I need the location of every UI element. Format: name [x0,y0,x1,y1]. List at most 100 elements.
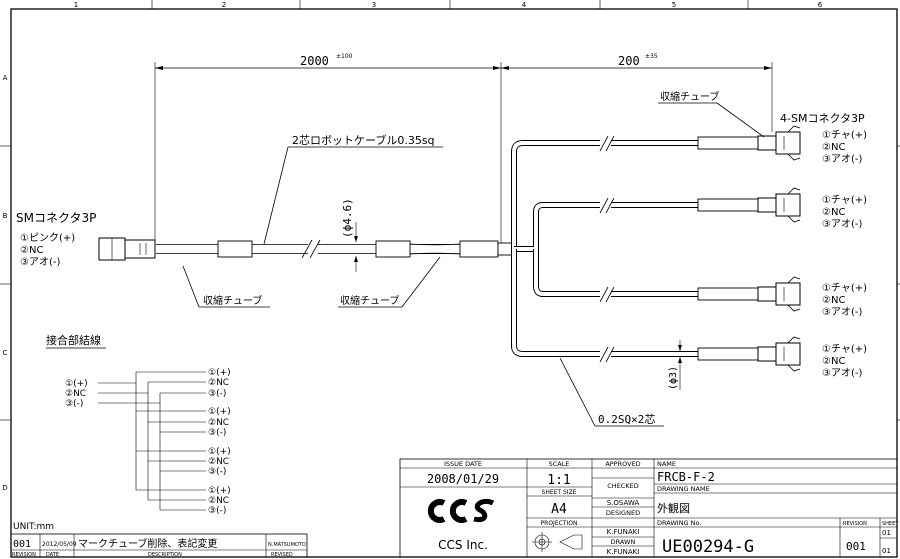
wiring-source: ①(+) ②NC ③(-) [65,379,88,409]
main-length-tolerance: ±100 [336,53,353,60]
drawing-name-label: DRAWING NAME [657,485,710,493]
drawing-no-label: DRAWING No. [657,519,701,527]
company-name: CCS Inc. [438,538,488,552]
main-dia-value: (ϕ4.6) [341,198,354,238]
approved-label: APPROVED [605,460,640,468]
issue-date-label: ISSUE DATE [444,460,482,468]
right-connector [757,187,801,223]
right-connector [757,336,801,372]
branch-length-value: 200 [618,54,640,68]
revision-col-desc: DESCRIPTION [148,552,182,558]
left-pin-list: ①ピンク(+) ②NC ③アオ(-) [20,232,75,268]
left-pin: ②NC [20,245,43,256]
designed-label: DESIGNED [606,509,640,517]
zone-col: 5 [672,1,676,9]
right-pin: ③アオ(-) [822,367,862,379]
right-connector [757,276,801,312]
right-connector-label: 4-SMコネクタ3P [780,112,865,125]
zone-col: 4 [522,1,527,9]
projection-label: PROJECTION [541,520,578,527]
shrink-tube-mid-a [375,240,411,258]
name-label: NAME [657,460,676,468]
title-block-grid [399,458,898,558]
shrink-tube-top-label: 収縮チューブ [660,90,719,103]
shrink-tube-left [217,240,253,258]
wiring-targets: ①(+) ②NC ③(-) ①(+) ②NC ③(-) ①(+) ②NC ③(-… [208,368,231,516]
right-pin: ①チャ(+) [822,194,867,206]
shrink-tube-mid-b [459,240,499,258]
branch-length-tolerance: ±35 [645,53,658,60]
issue-date: 2008/01/29 [427,472,499,486]
branch-dia-value: (ϕ3) [668,366,679,390]
title-revision-number: 001 [846,540,866,553]
wiring-target-pin: ②NC [208,418,229,428]
wiring-source-pin: ③(-) [65,399,83,409]
callout-leaders [182,102,765,427]
right-pin: ①チャ(+) [822,282,867,294]
right-pin: ②NC [822,295,845,306]
wiring-target-pin: ①(+) [208,447,231,457]
drawn-label: DRAWN [611,538,636,546]
zone-row: C [3,349,8,357]
right-connectors [757,125,801,372]
right-pin: ①チャ(+) [822,129,867,141]
checked-label: CHECKED [607,482,638,490]
branch-dia-dimension [678,340,682,390]
designed-by: K.FUNAKI [607,528,640,536]
left-connector-label: SMコネクタ3P [16,211,96,225]
right-pin: ②NC [822,356,845,367]
wiring-target-pin: ③(-) [208,389,226,399]
sheet-number: 01 [882,529,891,537]
zone-row: B [3,212,8,220]
zone-markers: 1 2 3 4 5 6 A B C D [2,1,822,492]
sheet-size-label: SHEET SIZE [542,489,577,496]
scale-label: SCALE [549,460,570,468]
wiring-target-pin: ②NC [208,457,229,467]
right-connector [757,125,801,161]
wiring-source-pin: ②NC [65,389,86,399]
robot-cable-label: 2芯ロボットケーブル0.35sq [292,133,435,147]
checked-by: S.OSAWA [607,499,640,507]
branch-wires [511,135,759,363]
revision-description: マークチューブ削除、表記変更 [78,537,217,550]
right-pin: ②NC [822,142,845,153]
right-pin-list: ①チャ(+) ②NC ③アオ(-) ①チャ(+) ②NC ③アオ(-) ①チャ(… [822,129,867,379]
sheet-size-value: A4 [551,502,567,517]
right-pin: ②NC [822,207,845,218]
wiring-lines [98,371,206,511]
left-connector [98,237,156,261]
wiring-source-pin: ①(+) [65,379,88,389]
product-name: FRCB-F-2 [657,470,715,484]
unit-label: UNIT:mm [13,522,54,532]
revision-col-rev: REVISION [12,552,36,558]
length-dimensions [154,62,773,250]
revision-col-by: REVISED [271,552,293,558]
main-cable [156,239,515,259]
wiring-target-pin: ②NC [208,378,229,388]
wiring-title: 接合部結線 [46,333,101,347]
shrink-tube-left-label: 収縮チューブ [203,294,262,307]
zone-row: A [3,74,8,82]
right-pin: ③アオ(-) [822,306,862,318]
revision-label: REVISION [843,521,867,527]
left-pin: ①ピンク(+) [20,232,75,244]
revision-table [10,533,308,558]
zone-col: 6 [818,1,823,9]
drawn-by: K.FUNAKI [607,548,640,556]
sheet-label: SHEET [882,521,899,527]
right-pin: ①チャ(+) [822,343,867,355]
branch-wire-label: 0.2SQ×2芯 [598,412,655,426]
zone-col: 2 [222,1,226,9]
wiring-target-pin: ②NC [208,496,229,506]
wiring-target-pin: ③(-) [208,428,226,438]
right-pin: ③アオ(-) [822,218,862,230]
zone-col: 3 [372,1,376,9]
left-pin: ③アオ(-) [20,256,60,268]
wiring-target-pin: ①(+) [208,407,231,417]
zone-row: D [2,484,7,492]
main-dia-dimension [354,222,358,272]
revision-date: 2012/05/09 [42,541,77,548]
zone-col: 1 [74,1,78,9]
ccs-logo [427,498,495,523]
